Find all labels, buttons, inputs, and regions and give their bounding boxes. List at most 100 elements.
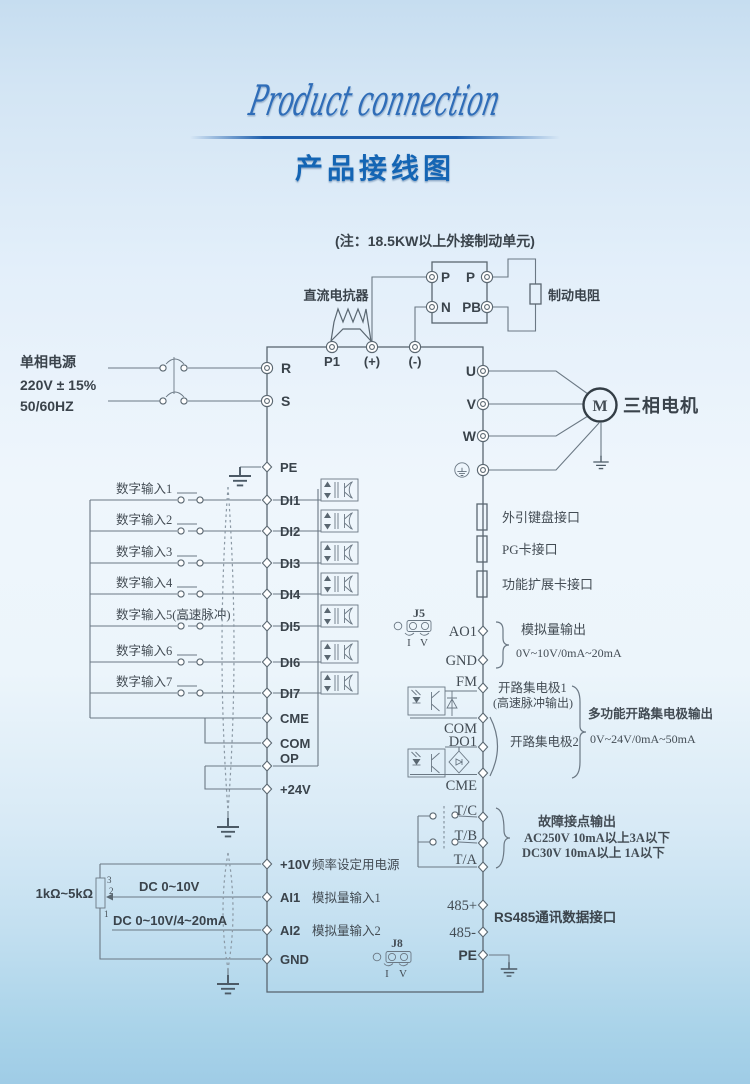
di-row-6: 数字输入6 DI6 — [90, 640, 359, 670]
power-input: 单相电源 220V ± 15% 50/60HZ — [20, 354, 261, 414]
j8-label: J8 — [391, 938, 403, 950]
terminal-cme-left: CME — [90, 711, 309, 726]
analog-output-range: 0V~10V/0mA~20mA — [516, 646, 622, 660]
terminal-s: S — [260, 393, 290, 409]
comm-section: 485+ 485- RS485通讯数据接口 PE — [447, 898, 616, 977]
pg-card-port — [476, 535, 488, 563]
fault-output-section: T/C T/B T/A 故障接点输出 AC250V 10mA以上3A以下 DC3… — [417, 803, 670, 873]
dc-reactor-label: 直流电抗器 — [303, 288, 369, 303]
di-row-7: 数字输入7 DI7 — [90, 671, 359, 701]
di-row-4: 数字输入4 DI4 — [90, 572, 359, 602]
power-line3: 50/60HZ — [20, 398, 74, 414]
j8-v: V — [399, 968, 407, 980]
brake-resistor-label: 制动电阻 — [548, 288, 600, 303]
terminal-u: U — [466, 363, 476, 379]
terminal-ai2-desc: 模拟量输入2 — [312, 923, 381, 938]
di-row-3: 数字输入3 DI3 — [90, 541, 359, 571]
oc2-label: 开路集电极2 — [510, 734, 579, 749]
svg-text:PE: PE — [280, 460, 298, 475]
terminal-24v: +24V — [204, 766, 311, 797]
pot-label: 1kΩ~5kΩ — [36, 886, 93, 901]
terminal-10v: +10V — [280, 857, 311, 872]
svg-text:数字输入6: 数字输入6 — [116, 643, 172, 658]
pot-pin1: 1 — [104, 909, 109, 919]
svg-text:数字输入1: 数字输入1 — [116, 481, 172, 496]
terminal-tb: T/B — [454, 828, 477, 844]
digital-inputs: 数字输入1 DI1 数字输入2 DI2 数字输入3 — [89, 478, 359, 766]
terminal-gnd-left: GND — [280, 952, 309, 967]
svg-text:R: R — [281, 360, 291, 376]
di-row-2: 数字输入2 DI2 — [90, 509, 359, 539]
brake-unit: P P N PB 制动电阻 — [371, 258, 600, 341]
brake-resistor — [529, 283, 542, 305]
motor-section: U V W M 三相电机 — [454, 363, 699, 478]
terminal-minus-label: (-) — [409, 354, 422, 369]
jumper-j8: J8 I V — [372, 938, 412, 980]
brake-note: (注：18.5KW以上外接制动单元) — [335, 233, 535, 249]
terminal-485p: 485+ — [447, 898, 477, 914]
expansion-port — [476, 570, 488, 598]
pe-circle-terminal — [454, 462, 470, 478]
terminal-pe-left: PE — [228, 460, 298, 487]
header-divider — [190, 136, 560, 139]
svg-text:DI4: DI4 — [280, 587, 301, 602]
j5-v: V — [420, 637, 428, 649]
terminal-com-right: COM — [444, 721, 477, 737]
motor-m: M — [592, 398, 607, 415]
terminal-n: N — [441, 300, 451, 315]
ai2-signal-label: DC 0~10V/4~20mA — [113, 913, 228, 928]
multi-range: 0V~24V/0mA~50mA — [590, 732, 696, 746]
terminal-10v-desc: 频率设定用电源 — [312, 857, 400, 872]
terminal-ai1-desc: 模拟量输入1 — [312, 890, 381, 905]
terminal-ta: T/A — [454, 852, 478, 868]
terminal-op: OP — [205, 751, 318, 772]
terminal-v: V — [467, 396, 477, 412]
shield-cable-1 — [216, 486, 240, 838]
di-row-1: 数字输入1 DI1 — [90, 478, 359, 508]
terminal-ai1: AI1 — [280, 890, 300, 905]
terminal-ai2: AI2 — [280, 923, 300, 938]
terminal-485m: 485- — [449, 925, 476, 941]
motor-label: 三相电机 — [623, 395, 699, 416]
terminal-gnd-right: GND — [446, 653, 477, 669]
terminal-p-in: P — [441, 270, 450, 285]
rs485-label: RS485通讯数据接口 — [494, 909, 616, 925]
terminal-w: W — [463, 428, 477, 444]
analog-output-section: AO1 GND 模拟量输出 0V~10V/0mA~20mA — [446, 621, 622, 669]
potentiometer — [95, 877, 106, 909]
keyboard-port — [476, 503, 488, 531]
terminal-p1-label: P1 — [324, 354, 340, 369]
svg-text:DI2: DI2 — [280, 524, 300, 539]
dc-bus-terminals: P1 (+) (-) — [324, 340, 422, 369]
svg-text:OP: OP — [280, 751, 299, 766]
oc1-sub-label: (高速脉冲输出) — [493, 695, 573, 710]
terminal-tc: T/C — [454, 803, 477, 819]
multi-label: 多功能开路集电极输出 — [588, 706, 713, 721]
fault-spec-dc: DC30V 10mA以上 1A以下 — [522, 845, 665, 860]
ports-section: 外引键盘接口 PG卡接口 功能扩展卡接口 — [476, 503, 593, 598]
terminal-fm: FM — [456, 674, 477, 690]
svg-text:数字输入3: 数字输入3 — [116, 544, 172, 559]
ai1-signal-label: DC 0~10V — [139, 879, 200, 894]
di-row-5: 数字输入5(高速脉冲) DI5 — [90, 604, 359, 634]
svg-text:S: S — [281, 393, 290, 409]
svg-text:CME: CME — [280, 711, 309, 726]
svg-text:数字输入7: 数字输入7 — [116, 674, 172, 689]
terminal-do1: DO1 — [449, 734, 477, 750]
oc1-label: 开路集电极1 — [498, 680, 567, 695]
page-title: 产品接线图 — [294, 153, 455, 184]
j8-i: I — [385, 968, 389, 980]
svg-text:DI5: DI5 — [280, 619, 300, 634]
svg-text:DI7: DI7 — [280, 686, 300, 701]
dc-reactor: 直流电抗器 — [303, 288, 372, 342]
svg-text:数字输入2: 数字输入2 — [116, 512, 172, 527]
expansion-label: 功能扩展卡接口 — [502, 577, 593, 592]
analog-input-section: +10V 频率设定用电源 3 2 1 1kΩ~5kΩ DC 0~10V AI1 … — [36, 852, 400, 995]
svg-text:+24V: +24V — [280, 782, 311, 797]
analog-output-label: 模拟量输出 — [521, 622, 586, 637]
fault-label: 故障接点输出 — [538, 814, 616, 829]
pot-pin2: 2 — [109, 886, 114, 896]
svg-text:数字输入4: 数字输入4 — [116, 575, 173, 590]
